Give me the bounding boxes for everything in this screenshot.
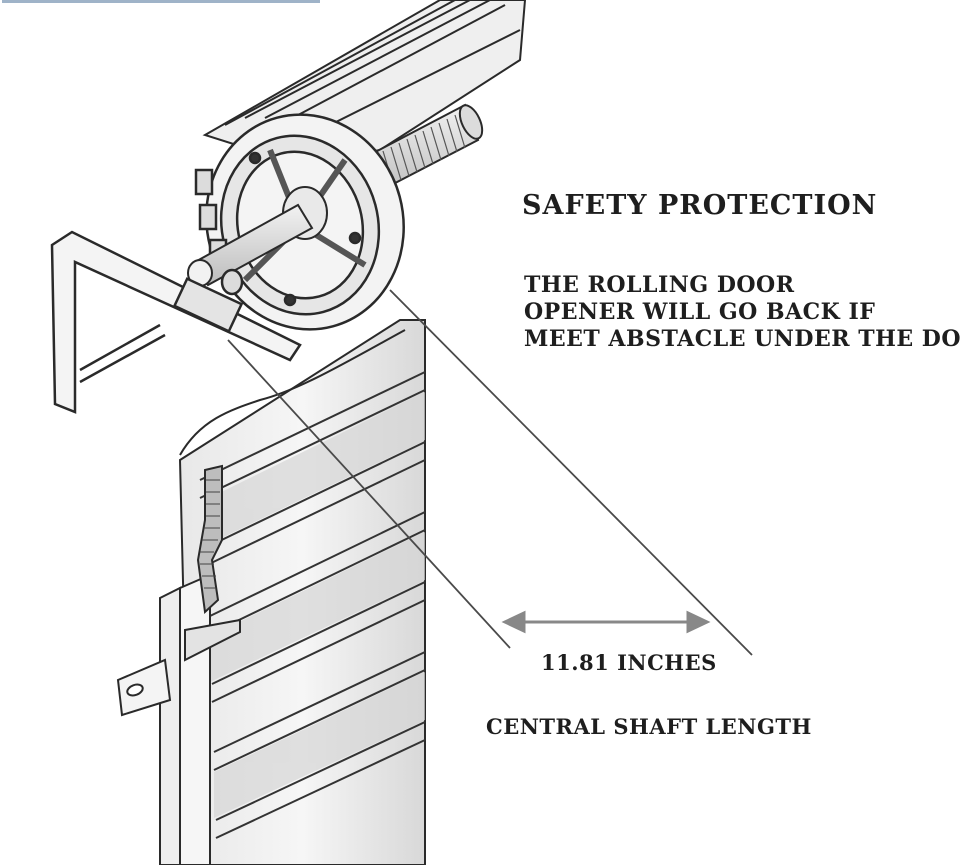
guide-rail (116, 464, 241, 865)
description-line: OPENER WILL GO BACK IF (524, 299, 876, 325)
description-line: MEET ABSTACLE UNDER THE DOOR. (524, 326, 960, 352)
dimension-value: 11.81 INCHES (541, 650, 717, 675)
axle (187, 186, 328, 287)
leader-lines (227, 289, 753, 656)
safety-protection-heading: SAFETY PROTECTION (522, 190, 878, 221)
mounting-bracket (50, 230, 302, 414)
double-arrow-icon (501, 610, 711, 634)
shaft-length-caption: CENTRAL SHAFT LENGTH (486, 714, 812, 739)
description-line: THE ROLLING DOOR (524, 272, 795, 298)
door-curtain (178, 319, 426, 865)
safety-description: THE ROLLING DOOR OPENER WILL GO BACK IF … (524, 272, 960, 353)
